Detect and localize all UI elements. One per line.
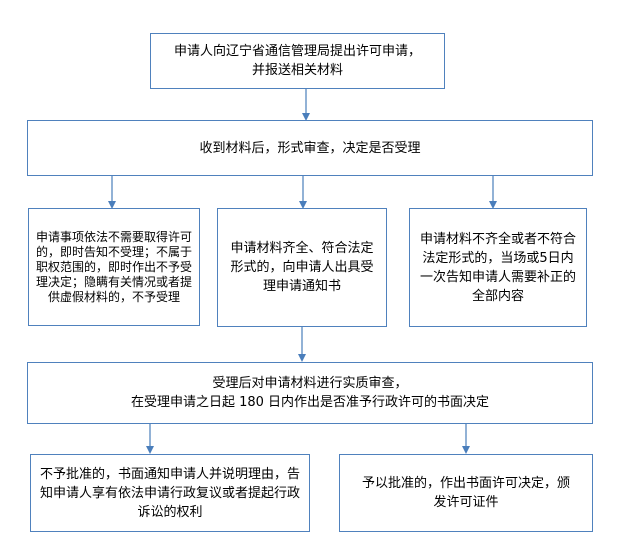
- deny-box: 不予批准的，书面通知申请人并说明理由，告知申请人享有依法申请行政复议或者提起行政…: [30, 454, 310, 532]
- reject-scope-text: 申请事项依法不需要取得许可的，即时告知不受理；不属于职权范围的，即时作出不予受理…: [35, 229, 192, 304]
- receive-text: 收到材料后，形式审查，决定是否受理: [199, 140, 421, 156]
- approve-box: 予以批准的，作出书面许可决定，颁发许可证件: [339, 454, 593, 532]
- receive-box: 收到材料后，形式审查，决定是否受理: [27, 120, 593, 176]
- apply-box: 申请人向辽宁省通信管理局提出许可申请， 并报送相关材料: [150, 33, 445, 89]
- accept-notice-text: 申请材料齐全、符合法定形式的，向申请人出具受理申请通知书: [230, 241, 374, 294]
- apply-text: 申请人向辽宁省通信管理局提出许可申请， 并报送相关材料: [173, 44, 421, 78]
- incomplete-text: 申请材料不齐全或者不符合法定形式的，当场或5日内一次告知申请人需要补正的全部内容: [420, 231, 577, 304]
- accept-notice-box: 申请材料齐全、符合法定形式的，向申请人出具受理申请通知书: [217, 208, 387, 327]
- incomplete-box: 申请材料不齐全或者不符合法定形式的，当场或5日内一次告知申请人需要补正的全部内容: [409, 208, 587, 327]
- review-text: 受理后对申请材料进行实质审查， 在受理申请之日起 180 日内作出是否准予行政许…: [130, 376, 490, 410]
- deny-text: 不予批准的，书面通知申请人并说明理由，告知申请人享有依法申请行政复议或者提起行政…: [39, 466, 300, 520]
- review-box: 受理后对申请材料进行实质审查， 在受理申请之日起 180 日内作出是否准予行政许…: [27, 362, 593, 424]
- reject-scope-box: 申请事项依法不需要取得许可的，即时告知不受理；不属于职权范围的，即时作出不予受理…: [28, 208, 200, 326]
- approve-text: 予以批准的，作出书面许可决定，颁发许可证件: [361, 476, 570, 510]
